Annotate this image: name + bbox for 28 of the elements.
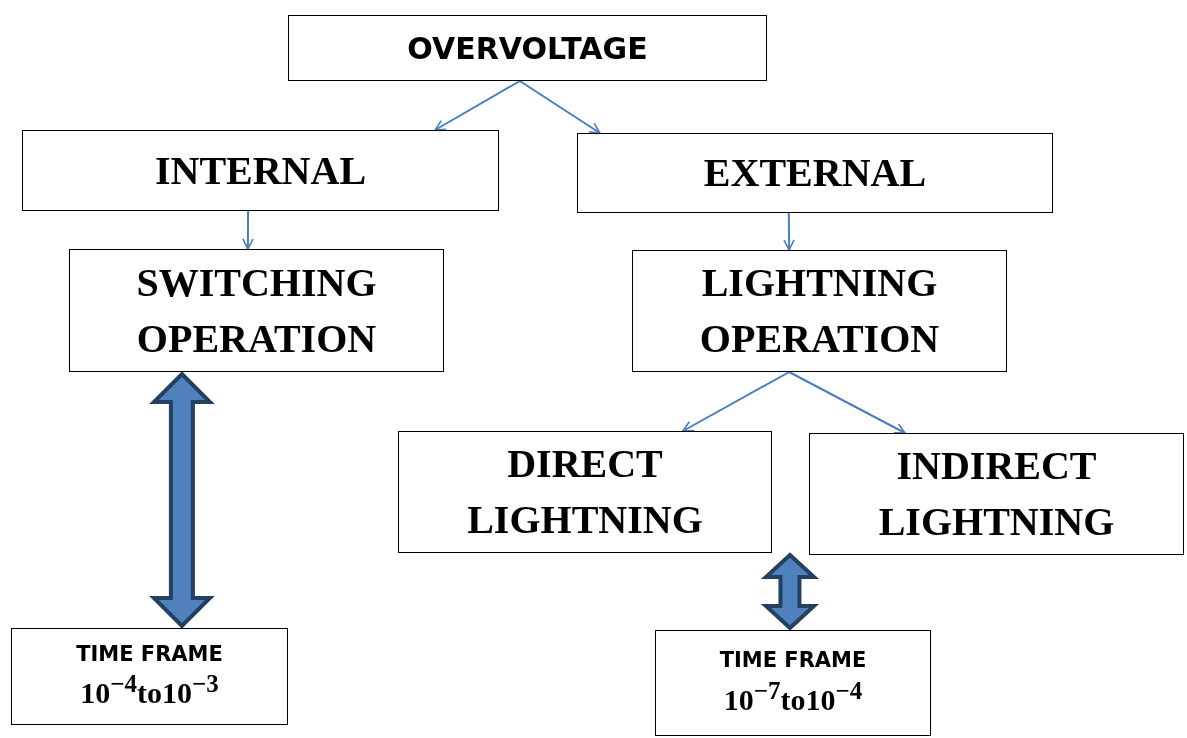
- box-label: INTERNAL: [154, 146, 367, 195]
- arrow: [434, 80, 521, 131]
- double-block-arrow: [149, 371, 215, 629]
- time-frame-box: [11, 628, 288, 725]
- arrow: [788, 371, 906, 434]
- box-label: OVERVOLTAGE: [407, 29, 648, 68]
- process-box: [69, 249, 444, 372]
- process-box: [398, 431, 772, 553]
- time-range-text: 10$^{−4}$to10$^{−3}$: [80, 669, 219, 712]
- category-box: [22, 130, 499, 211]
- time-range-text: 10$^{−7}$to10$^{−4}$: [723, 675, 863, 718]
- category-box: [288, 15, 767, 81]
- box-label: SWITCHING OPERATION: [135, 258, 378, 363]
- time-frame-box: [655, 630, 931, 736]
- box-label: EXTERNAL: [703, 149, 927, 197]
- box-label: INDIRECT LIGHTNING: [877, 442, 1116, 546]
- box-label: TIME FRAME: [76, 640, 223, 668]
- box-label: LIGHTNING OPERATION: [698, 259, 941, 363]
- arrow: [242, 210, 254, 250]
- process-box: [632, 250, 1007, 372]
- box-label: TIME FRAME: [719, 647, 867, 675]
- category-box: [577, 133, 1053, 213]
- box-label: DIRECT LIGHTNING: [466, 440, 704, 544]
- arrow: [518, 80, 601, 134]
- arrow: [682, 371, 791, 432]
- arrow: [783, 212, 795, 251]
- process-box: [809, 433, 1184, 555]
- double-block-arrow: [760, 552, 820, 631]
